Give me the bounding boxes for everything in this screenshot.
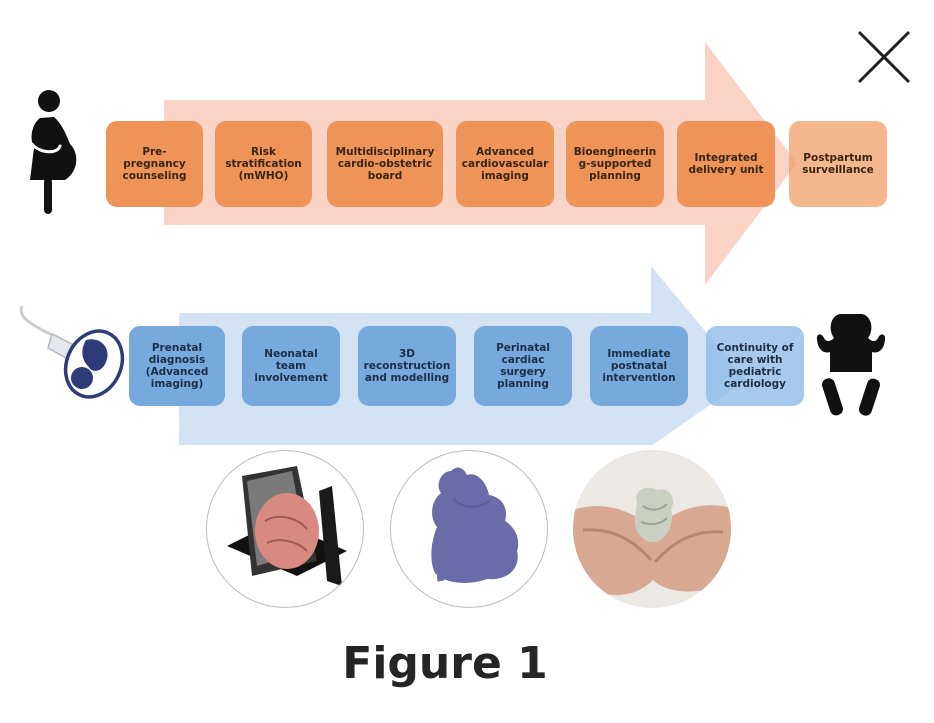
step-label: Continuity of care with pediatric cardio…: [716, 342, 794, 390]
step-label: Immediate postnatal intervention: [602, 348, 676, 384]
3d-printed-heart-model-in-hands-image: [573, 450, 731, 608]
baby-icon: [816, 314, 886, 416]
figure-caption: Figure 1: [342, 638, 548, 689]
fetal-ultrasound-icon: [19, 305, 125, 399]
step-label: Integrated delivery unit: [688, 152, 764, 176]
step-label: Neonatal team involvement: [254, 348, 328, 384]
step-label: 3D reconstruction and modelling: [363, 348, 451, 384]
fetal-step-prenatal-diagnosis: Prenatal diagnosis (Advanced imaging): [129, 326, 225, 406]
step-label: Perinatal cardiac surgery planning: [496, 342, 550, 390]
3d-heart-reconstruction-image: [390, 450, 548, 608]
maternal-step-postpartum-surveillance: Postpartum surveillance: [789, 121, 887, 207]
maternal-step-advanced-imaging: Advanced cardiovascular imaging: [456, 121, 554, 207]
maternal-step-bioengineering-planning: Bioengineerin g-supported planning: [566, 121, 664, 207]
maternal-step-integrated-delivery-unit: Integrated delivery unit: [677, 121, 775, 207]
step-label: Prenatal diagnosis (Advanced imaging): [145, 342, 209, 390]
fetal-step-3d-reconstruction: 3D reconstruction and modelling: [358, 326, 456, 406]
fetal-step-neonatal-team-involvement: Neonatal team involvement: [242, 326, 340, 406]
fetal-step-postnatal-intervention: Immediate postnatal intervention: [590, 326, 688, 406]
pregnant-woman-icon: [30, 90, 77, 214]
ct-multiplanar-heart-image: [206, 450, 364, 608]
step-label: Bioengineerin g-supported planning: [573, 146, 657, 182]
step-label: Risk stratification (mWHO): [225, 146, 302, 182]
step-label: Postpartum surveillance: [802, 152, 874, 176]
fetal-step-pediatric-cardiology: Continuity of care with pediatric cardio…: [706, 326, 804, 406]
maternal-step-pre-pregnancy-counseling: Pre-pregnancy counseling: [106, 121, 203, 207]
step-label: Multidisciplinary cardio-obstetric board: [335, 146, 435, 182]
maternal-step-cardio-obstetric-board: Multidisciplinary cardio-obstetric board: [327, 121, 443, 207]
close-icon[interactable]: [857, 30, 911, 84]
step-label: Advanced cardiovascular imaging: [461, 146, 549, 182]
maternal-step-risk-stratification: Risk stratification (mWHO): [215, 121, 312, 207]
fetal-step-perinatal-surgery-planning: Perinatal cardiac surgery planning: [474, 326, 572, 406]
step-label: Pre-pregnancy counseling: [122, 146, 187, 182]
